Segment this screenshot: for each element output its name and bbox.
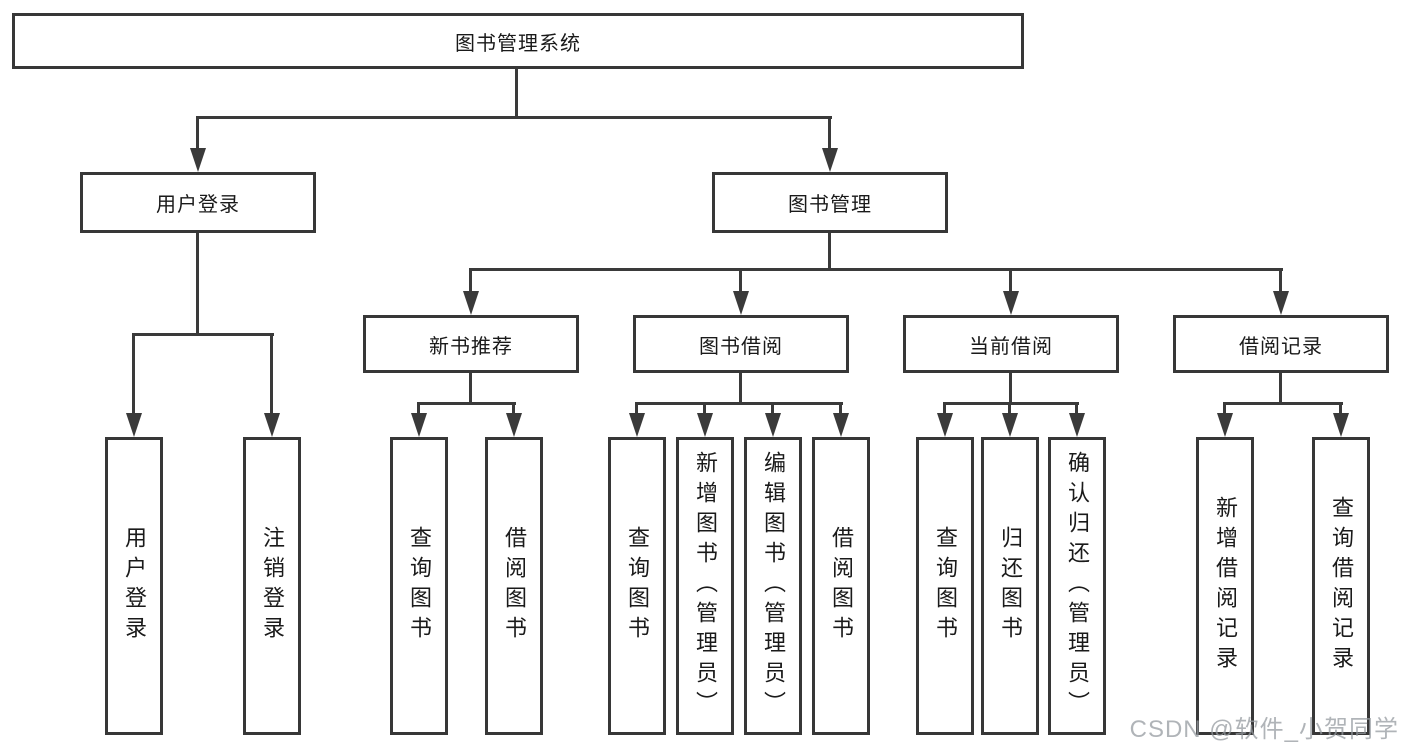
leaf-query-books-recommend-label: 查询图书 [407, 526, 432, 646]
leaf-query-borrow-record-label: 查询借阅记录 [1329, 496, 1354, 676]
connector-line [132, 333, 135, 421]
node-user-login-label: 用户登录 [156, 194, 240, 216]
connector-arrowhead [463, 291, 479, 315]
node-root-label: 图书管理系统 [455, 32, 581, 55]
leaf-query-books-recommend: 查询图书 [390, 437, 448, 735]
leaf-confirm-return-admin: 确认归还（管理员） [1048, 437, 1106, 735]
connector-arrowhead [126, 413, 142, 437]
connector-line [196, 233, 199, 336]
connector-line [1223, 402, 1226, 422]
connector-line [515, 69, 518, 118]
node-book-management-label: 图书管理 [788, 194, 872, 216]
connector-arrowhead [697, 413, 713, 437]
connector-line [1223, 402, 1343, 405]
connector-arrowhead [1273, 291, 1289, 315]
connector-line [512, 402, 515, 422]
connector-arrowhead [264, 413, 280, 437]
connector-line [739, 373, 742, 404]
node-borrow-records-label: 借阅记录 [1239, 335, 1323, 358]
connector-line [196, 116, 832, 119]
connector-line [132, 333, 274, 336]
node-borrow-records: 借阅记录 [1173, 315, 1389, 373]
leaf-query-borrow-record: 查询借阅记录 [1312, 437, 1370, 735]
connector-line [469, 373, 472, 404]
node-current-borrow-label: 当前借阅 [969, 335, 1053, 358]
leaf-borrow-books-label: 借阅图书 [829, 526, 854, 646]
connector-line [943, 402, 946, 422]
leaf-confirm-return-admin-label: 确认归还（管理员） [1065, 451, 1090, 721]
connector-line [196, 116, 199, 152]
leaf-user-login-label: 用户登录 [122, 526, 147, 646]
connector-arrowhead [506, 413, 522, 437]
leaf-add-borrow-record: 新增借阅记录 [1196, 437, 1254, 735]
connector-line [1009, 268, 1012, 296]
connector-line [703, 402, 706, 422]
connector-arrowhead [822, 148, 838, 172]
node-book-management: 图书管理 [712, 172, 948, 233]
leaf-edit-books-admin-label: 编辑图书（管理员） [761, 451, 786, 721]
connector-line [839, 402, 842, 422]
node-book-borrow-label: 图书借阅 [699, 335, 783, 358]
leaf-edit-books-admin: 编辑图书（管理员） [744, 437, 802, 735]
connector-line [1075, 402, 1078, 422]
connector-line [635, 402, 638, 422]
connector-arrowhead [1333, 413, 1349, 437]
connector-line [270, 333, 273, 421]
connector-arrowhead [937, 413, 953, 437]
csdn-watermark: CSDN @软件_小贺同学 [1129, 716, 1399, 743]
connector-line [1008, 402, 1011, 422]
leaf-query-books-current-label: 查询图书 [933, 526, 958, 646]
leaf-add-borrow-record-label: 新增借阅记录 [1213, 496, 1238, 676]
node-new-book-recommend: 新书推荐 [363, 315, 579, 373]
leaf-borrow-books-recommend: 借阅图书 [485, 437, 543, 735]
leaf-add-books-admin: 新增图书（管理员） [676, 437, 734, 735]
connector-line [1009, 373, 1012, 404]
connector-line [943, 402, 1079, 405]
node-book-borrow: 图书借阅 [633, 315, 849, 373]
connector-arrowhead [411, 413, 427, 437]
leaf-borrow-books-recommend-label: 借阅图书 [502, 526, 527, 646]
node-user-login: 用户登录 [80, 172, 316, 233]
connector-line [828, 233, 831, 271]
leaf-return-books: 归还图书 [981, 437, 1039, 735]
node-current-borrow: 当前借阅 [903, 315, 1119, 373]
connector-line [1279, 268, 1282, 296]
connector-arrowhead [1002, 413, 1018, 437]
connector-arrowhead [190, 148, 206, 172]
leaf-query-books-current: 查询图书 [916, 437, 974, 735]
connector-line [417, 402, 516, 405]
connector-line [469, 268, 1283, 271]
connector-arrowhead [1069, 413, 1085, 437]
leaf-logout: 注销登录 [243, 437, 301, 735]
connector-line [417, 402, 420, 422]
leaf-query-books-borrow: 查询图书 [608, 437, 666, 735]
connector-arrowhead [629, 413, 645, 437]
connector-line [1339, 402, 1342, 422]
connector-line [469, 268, 472, 296]
leaf-add-books-admin-label: 新增图书（管理员） [693, 451, 718, 721]
connector-arrowhead [1003, 291, 1019, 315]
connector-line [828, 116, 831, 152]
leaf-query-books-borrow-label: 查询图书 [625, 526, 650, 646]
node-new-book-recommend-label: 新书推荐 [429, 335, 513, 358]
connector-line [635, 402, 843, 405]
connector-line [1279, 373, 1282, 404]
leaf-borrow-books: 借阅图书 [812, 437, 870, 735]
leaf-return-books-label: 归还图书 [998, 526, 1023, 646]
connector-arrowhead [1217, 413, 1233, 437]
connector-arrowhead [765, 413, 781, 437]
node-root: 图书管理系统 [12, 13, 1024, 69]
leaf-logout-label: 注销登录 [260, 526, 285, 646]
connector-arrowhead [733, 291, 749, 315]
connector-arrowhead [833, 413, 849, 437]
connector-line [771, 402, 774, 422]
leaf-user-login: 用户登录 [105, 437, 163, 735]
connector-line [739, 268, 742, 296]
